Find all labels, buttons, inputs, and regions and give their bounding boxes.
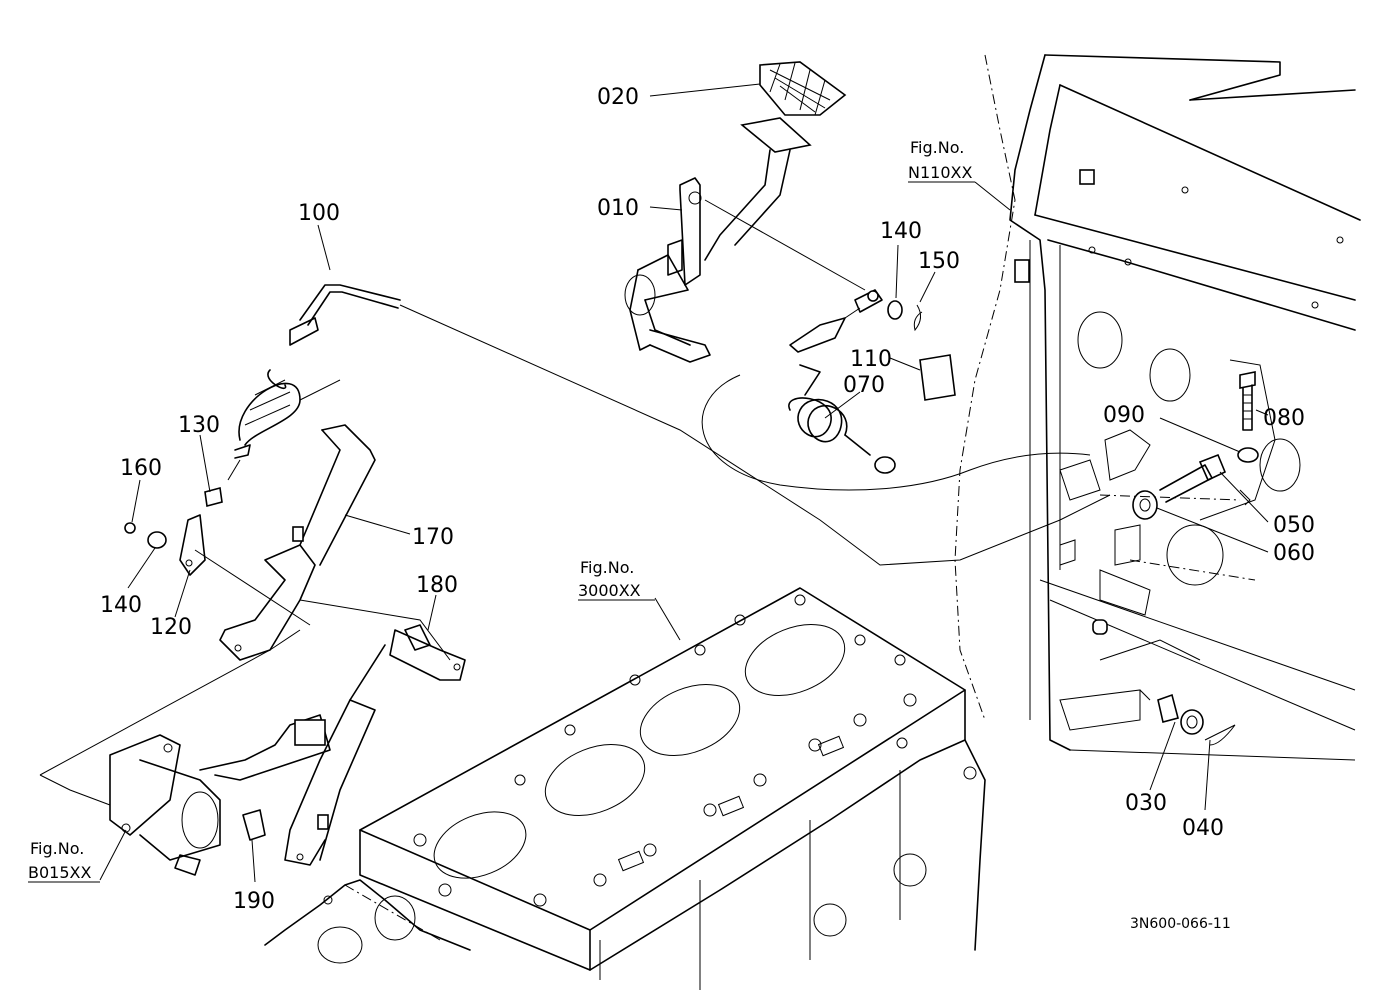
engine-block [264,587,986,990]
part-label-190: 190 [233,889,275,914]
part-label-080: 080 [1263,406,1305,431]
part-label-070: 070 [843,373,885,398]
bracket-170 [124,379,466,866]
part-label-020: 020 [597,85,639,110]
part-label-030: 030 [1125,791,1167,816]
figure-references: Fig.No. N110XX Fig.No. 3000XX Fig.No. B0… [28,138,972,882]
part-label-120: 120 [150,615,192,640]
part-label-180: 180 [416,573,458,598]
fig-ref-n110-number: N110XX [908,163,972,182]
drawing-code: 3N600-066-11 [1130,916,1231,932]
part-label-060: 060 [1273,541,1315,566]
part-label-100: 100 [298,201,340,226]
fig-ref-b015-caption: Fig.No. [30,839,84,858]
fig-ref-3000-number: 3000XX [578,581,641,600]
part-label-150: 150 [918,249,960,274]
part-label-160: 160 [120,456,162,481]
part-label-090: 090 [1103,403,1145,428]
hardware-right [1099,359,1276,746]
part-label-130: 130 [178,413,220,438]
part-label-050: 050 [1273,513,1315,538]
fig-ref-b015-number: B015XX [28,863,91,882]
part-labels: 020 010 100 140 150 110 070 090 080 050 … [100,85,1315,914]
part-label-140-lower: 140 [100,593,142,618]
part-label-040: 040 [1182,816,1224,841]
part-label-010: 010 [597,196,639,221]
fig-ref-n110-caption: Fig.No. [910,138,964,157]
fig-ref-3000-caption: Fig.No. [580,558,634,577]
part-label-140-upper: 140 [880,219,922,244]
part-label-170: 170 [412,525,454,550]
part-label-110: 110 [850,347,892,372]
leader-lines [28,83,1269,883]
pedal-assembly [624,61,1091,491]
actuator-solenoid [39,629,331,876]
cable-100 [204,284,1111,566]
frame-panel [954,54,1361,761]
